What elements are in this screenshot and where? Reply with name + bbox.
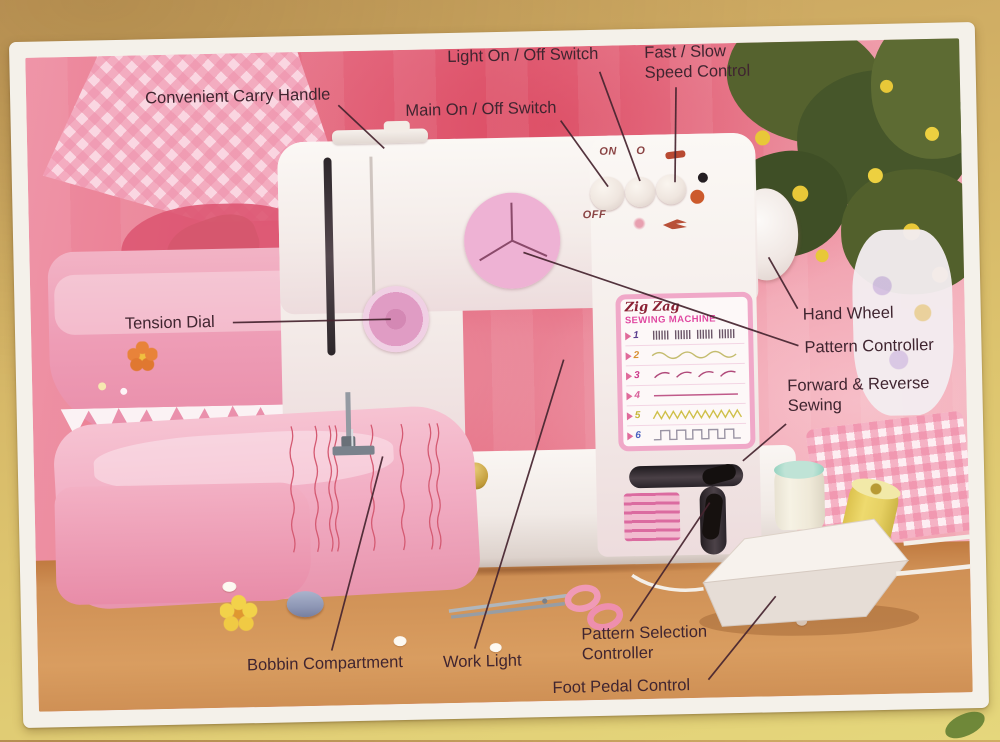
- thread-spool-white: [774, 467, 826, 531]
- label-hand-wheel: Hand Wheel: [802, 303, 894, 324]
- stitch-pattern-sample: [653, 393, 738, 397]
- stitch-number: 1: [633, 330, 639, 342]
- row-bullet-icon: [626, 391, 633, 400]
- label-work-light: Work Light: [442, 651, 522, 672]
- plant-flower-icon: [815, 249, 829, 263]
- stitch-row: 1: [625, 323, 745, 347]
- label-main-switch: Main On / Off Switch: [405, 98, 557, 120]
- carry-handle: [331, 128, 429, 145]
- label-pattern-selection: Pattern Selection Controller: [581, 622, 708, 664]
- label-foot-pedal: Foot Pedal Control: [552, 676, 691, 697]
- stitch-row: 6: [627, 424, 746, 445]
- fabric-drape: [54, 481, 312, 606]
- label-pattern-controller: Pattern Controller: [804, 335, 934, 357]
- zigzag-stitches: [288, 422, 442, 554]
- label-bobbin-compartment: Bobbin Compartment: [246, 653, 404, 675]
- row-bullet-icon: [626, 411, 633, 420]
- row-bullet-icon: [625, 371, 633, 380]
- stitch-number: 2: [633, 350, 640, 362]
- label-tension-dial: Tension Dial: [124, 312, 215, 333]
- stitch-row: 2: [625, 343, 745, 367]
- stitch-pattern-sample: [653, 428, 741, 441]
- leaf-icon: [941, 708, 989, 742]
- stitch-number: 3: [633, 370, 640, 382]
- row-bullet-icon: [627, 431, 634, 440]
- carry-handle-latch: [383, 120, 410, 133]
- label-speed-control: Fast / Slow Speed Control: [644, 42, 751, 83]
- stitch-pattern-sample: [652, 329, 735, 340]
- stitch-pattern-sample: [652, 408, 743, 421]
- instruction-sticker: [623, 492, 681, 542]
- light-off-label: O: [636, 144, 646, 158]
- stitch-number: 4: [634, 390, 641, 402]
- stitch-row: 5: [626, 403, 747, 427]
- stitch-row: 3: [625, 363, 746, 387]
- stitch-pattern-sample: [651, 350, 737, 360]
- stitch-number: 5: [634, 410, 641, 422]
- label-light-switch: Light On / Off Switch: [447, 44, 599, 67]
- row-bullet-icon: [625, 351, 632, 360]
- stitch-number: 6: [635, 430, 641, 442]
- dial-mark: [511, 239, 548, 257]
- stitch-pattern-list: 1 2 3 4 5 6: [625, 323, 747, 445]
- presser-foot: [332, 445, 375, 456]
- dial-mark: [479, 239, 513, 262]
- label-forward-reverse: Forward & Reverse Sewing: [787, 373, 930, 416]
- plant-flower-icon: [754, 130, 771, 146]
- row-bullet-icon: [625, 331, 632, 340]
- embroidery-flower-icon: [127, 341, 158, 372]
- stitch-row: 4: [626, 383, 746, 407]
- dial-mark: [510, 202, 514, 241]
- on-label: ON: [599, 145, 617, 158]
- scallop-trim: [60, 403, 341, 439]
- off-label: OFF: [582, 208, 607, 222]
- yellow-flower: [219, 594, 259, 633]
- label-carry-handle: Convenient Carry Handle: [144, 85, 331, 108]
- stitch-pattern-sample: [654, 370, 736, 379]
